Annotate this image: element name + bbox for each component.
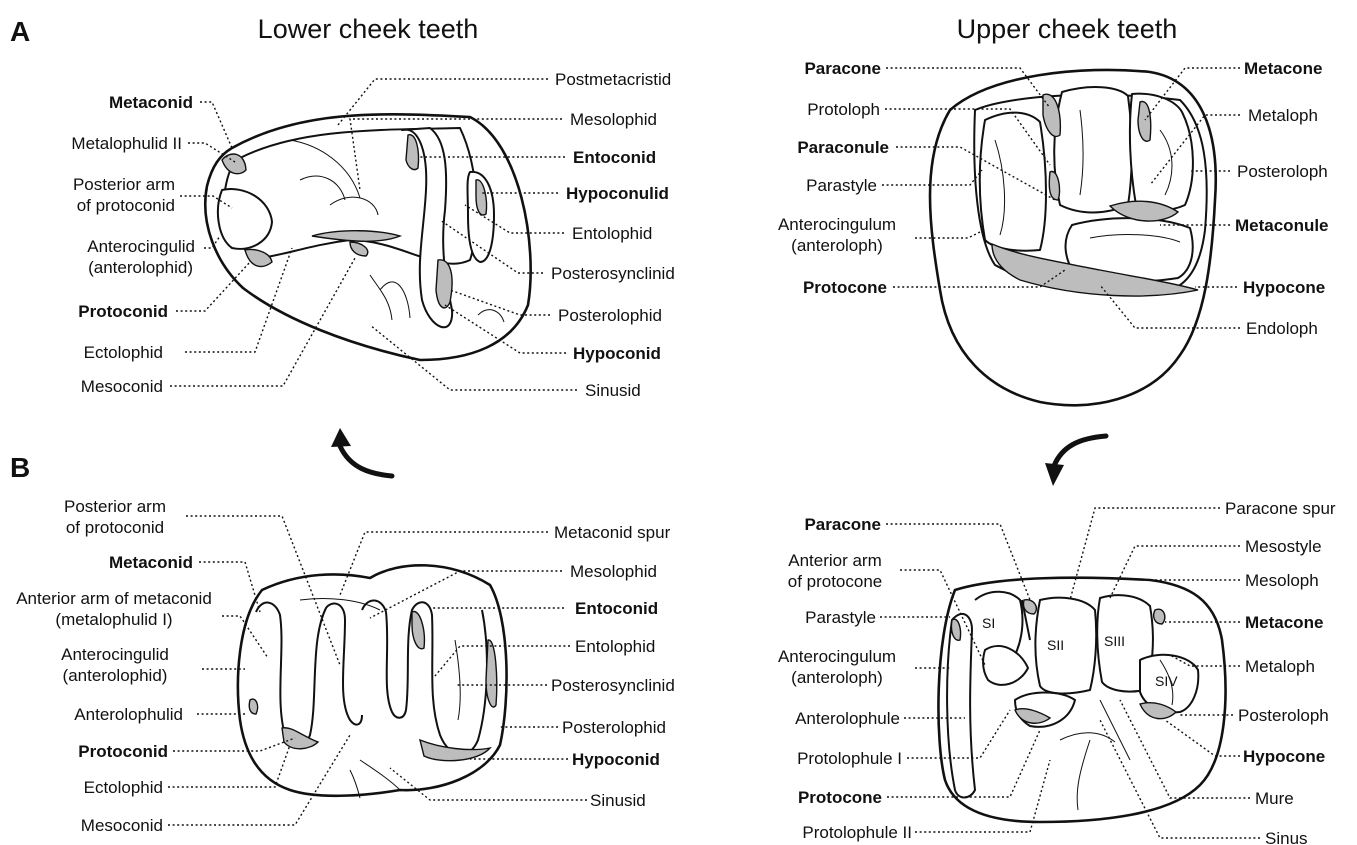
label-b-hypocone: Hypocone bbox=[1243, 747, 1325, 766]
label-protoloph: Protoloph bbox=[807, 100, 880, 119]
label-endoloph: Endoloph bbox=[1246, 319, 1318, 338]
label-posterosynclinid: Posterosynclinid bbox=[551, 264, 675, 283]
label-metaconid: Metaconid bbox=[109, 93, 193, 112]
label-protoconid: Protoconid bbox=[78, 302, 168, 321]
label-metaconule: Metaconule bbox=[1235, 216, 1329, 235]
label-b-protolophule-ii: Protolophule II bbox=[802, 823, 912, 842]
label-b-anterolophid: (anterolophid) bbox=[63, 666, 168, 685]
label-b-metaloph: Metaloph bbox=[1245, 657, 1315, 676]
title-lower-cheek-teeth: Lower cheek teeth bbox=[258, 14, 479, 44]
label-parastyle: Parastyle bbox=[806, 176, 877, 195]
label-mesolophid: Mesolophid bbox=[570, 110, 657, 129]
label-b-anterior-arm-metaconid: Anterior arm of metaconid bbox=[16, 589, 212, 608]
label-b-anterolophulid: Anterolophulid bbox=[74, 705, 183, 724]
label-b-metaconid-spur: Metaconid spur bbox=[554, 523, 671, 542]
title-upper-cheek-teeth: Upper cheek teeth bbox=[957, 14, 1178, 44]
label-b-hypoconid: Hypoconid bbox=[572, 750, 660, 769]
label-anterocingulid: Anterocingulid bbox=[87, 237, 195, 256]
label-paraconule: Paraconule bbox=[797, 138, 889, 157]
label-b-anterolophule: Anterolophule bbox=[795, 709, 900, 728]
label-anterolophid: (anterolophid) bbox=[88, 258, 193, 277]
tooth-b-upper: SI SII SIII SIV bbox=[938, 578, 1225, 822]
label-b-ectolophid: Ectolophid bbox=[84, 778, 163, 797]
label-b-sinus: Sinus bbox=[1265, 829, 1308, 845]
label-b-sinusid: Sinusid bbox=[590, 791, 646, 810]
arrow-head-up-icon bbox=[331, 428, 351, 447]
curved-arrow-up-icon bbox=[340, 446, 392, 476]
label-b-of-protoconid: of protoconid bbox=[66, 518, 164, 537]
label-paracone: Paracone bbox=[804, 59, 881, 78]
label-b-metaconid: Metaconid bbox=[109, 553, 193, 572]
label-b-anteroloph: (anteroloph) bbox=[791, 668, 883, 687]
label-b-posteroloph: Posteroloph bbox=[1238, 706, 1329, 725]
label-b-protolophule-i: Protolophule I bbox=[797, 749, 902, 768]
label-b-metacone: Metacone bbox=[1245, 613, 1323, 632]
label-b-posterior-arm: Posterior arm bbox=[64, 497, 166, 516]
label-entoconid: Entoconid bbox=[573, 148, 656, 167]
label-b-posterosynclinid: Posterosynclinid bbox=[551, 676, 675, 695]
label-b-entoconid: Entoconid bbox=[575, 599, 658, 618]
label-b-mesoloph: Mesoloph bbox=[1245, 571, 1319, 590]
label-b-paracone-spur: Paracone spur bbox=[1225, 499, 1336, 518]
label-b-mure: Mure bbox=[1255, 789, 1294, 808]
label-hypoconid: Hypoconid bbox=[573, 344, 661, 363]
label-b-mesostyle: Mesostyle bbox=[1245, 537, 1322, 556]
label-b-posterolophid: Posterolophid bbox=[562, 718, 666, 737]
label-b-mesoconid: Mesoconid bbox=[81, 816, 163, 835]
label-posteroloph: Posteroloph bbox=[1237, 162, 1328, 181]
label-b-of-protocone: of protocone bbox=[788, 572, 883, 591]
section-label-si: SI bbox=[982, 615, 995, 631]
label-b-anterior-arm: Anterior arm bbox=[788, 551, 882, 570]
label-posterolophid: Posterolophid bbox=[558, 306, 662, 325]
label-sinusid: Sinusid bbox=[585, 381, 641, 400]
label-metacone: Metacone bbox=[1244, 59, 1322, 78]
panel-label-b: B bbox=[10, 452, 30, 483]
label-protocone: Protocone bbox=[803, 278, 887, 297]
section-label-siii: SIII bbox=[1104, 633, 1125, 649]
panel-label-a: A bbox=[10, 16, 30, 47]
label-postmetacristid: Postmetacristid bbox=[555, 70, 671, 89]
label-metaloph: Metaloph bbox=[1248, 106, 1318, 125]
label-b-mesolophid: Mesolophid bbox=[570, 562, 657, 581]
label-metalophulid-ii: Metalophulid II bbox=[71, 134, 182, 153]
label-b-entolophid: Entolophid bbox=[575, 637, 655, 656]
label-b-protoconid: Protoconid bbox=[78, 742, 168, 761]
section-label-siv: SIV bbox=[1155, 673, 1178, 689]
label-hypoconulid: Hypoconulid bbox=[566, 184, 669, 203]
label-b-parastyle: Parastyle bbox=[805, 608, 876, 627]
label-posterior-arm: Posterior arm bbox=[73, 175, 175, 194]
label-anterocingulum: Anterocingulum bbox=[778, 215, 896, 234]
curved-arrow-down-icon bbox=[1054, 436, 1106, 466]
tooth-a-upper bbox=[930, 70, 1216, 405]
label-b-anterocingulid: Anterocingulid bbox=[61, 645, 169, 664]
label-b-protocone: Protocone bbox=[798, 788, 882, 807]
tooth-a-lower bbox=[205, 114, 530, 360]
tooth-b-lower bbox=[238, 565, 507, 798]
arrow-head-down-icon bbox=[1045, 463, 1064, 486]
label-ectolophid: Ectolophid bbox=[84, 343, 163, 362]
label-hypocone: Hypocone bbox=[1243, 278, 1325, 297]
label-b-anterocingulum: Anterocingulum bbox=[778, 647, 896, 666]
label-b-paracone: Paracone bbox=[804, 515, 881, 534]
label-entolophid: Entolophid bbox=[572, 224, 652, 243]
label-mesoconid: Mesoconid bbox=[81, 377, 163, 396]
section-label-sii: SII bbox=[1047, 637, 1064, 653]
label-of-protoconid: of protoconid bbox=[77, 196, 175, 215]
label-anteroloph: (anteroloph) bbox=[791, 236, 883, 255]
label-b-metalophulid-i: (metalophulid I) bbox=[55, 610, 172, 629]
